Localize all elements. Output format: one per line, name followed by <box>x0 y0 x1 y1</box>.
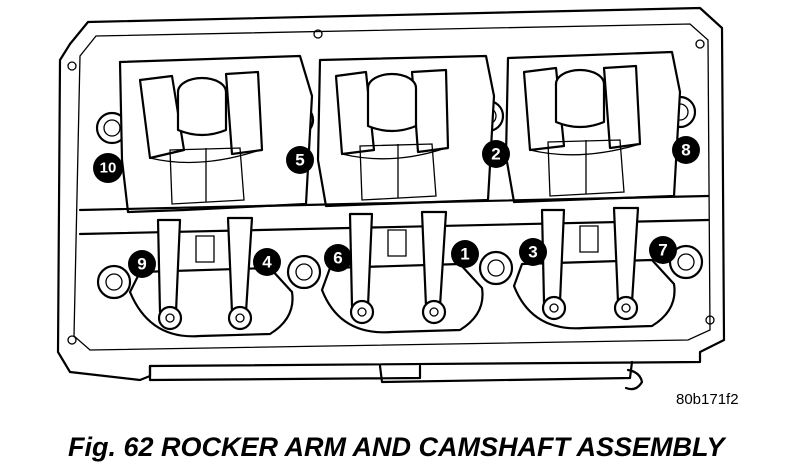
figure-caption: Fig. 62 ROCKER ARM AND CAMSHAFT ASSEMBLY <box>68 432 725 462</box>
svg-text:9: 9 <box>137 255 146 274</box>
callout-5: 5 <box>286 146 314 174</box>
figure-reference-code: 80b171f2 <box>676 391 739 408</box>
callout-8: 8 <box>672 136 700 164</box>
callout-7: 7 <box>649 236 677 264</box>
perimeter-holes <box>67 29 715 345</box>
svg-text:4: 4 <box>262 253 272 272</box>
cylinder-head-outline <box>56 6 726 382</box>
callout-4: 4 <box>253 248 281 276</box>
svg-text:6: 6 <box>333 249 342 268</box>
lower-rocker-assembly-left <box>128 216 294 338</box>
svg-text:8: 8 <box>681 141 690 160</box>
callout-3: 3 <box>519 238 547 266</box>
svg-text:10: 10 <box>100 160 117 177</box>
lower-rocker-assembly-center <box>320 210 484 334</box>
callout-9: 9 <box>128 250 156 278</box>
callout-10: 10 <box>93 153 123 183</box>
upper-rocker-assembly-right <box>504 50 682 204</box>
svg-text:5: 5 <box>295 151 304 170</box>
upper-rocker-assembly-center <box>316 54 496 208</box>
svg-text:3: 3 <box>528 243 537 262</box>
sensor-stub <box>624 368 644 391</box>
callout-1: 1 <box>451 240 479 268</box>
rocker-shaft <box>78 194 710 236</box>
svg-text:7: 7 <box>658 241 667 260</box>
lower-rocker-assembly-right <box>512 206 676 330</box>
callout-2: 2 <box>482 140 510 168</box>
head-inner-outline <box>73 23 711 351</box>
svg-text:1: 1 <box>460 245 469 264</box>
svg-text:2: 2 <box>491 145 500 164</box>
torque-sequence-callouts: 1 2 3 4 5 6 7 8 <box>93 136 700 278</box>
callout-6: 6 <box>324 244 352 272</box>
upper-rocker-assembly-left <box>118 54 314 214</box>
